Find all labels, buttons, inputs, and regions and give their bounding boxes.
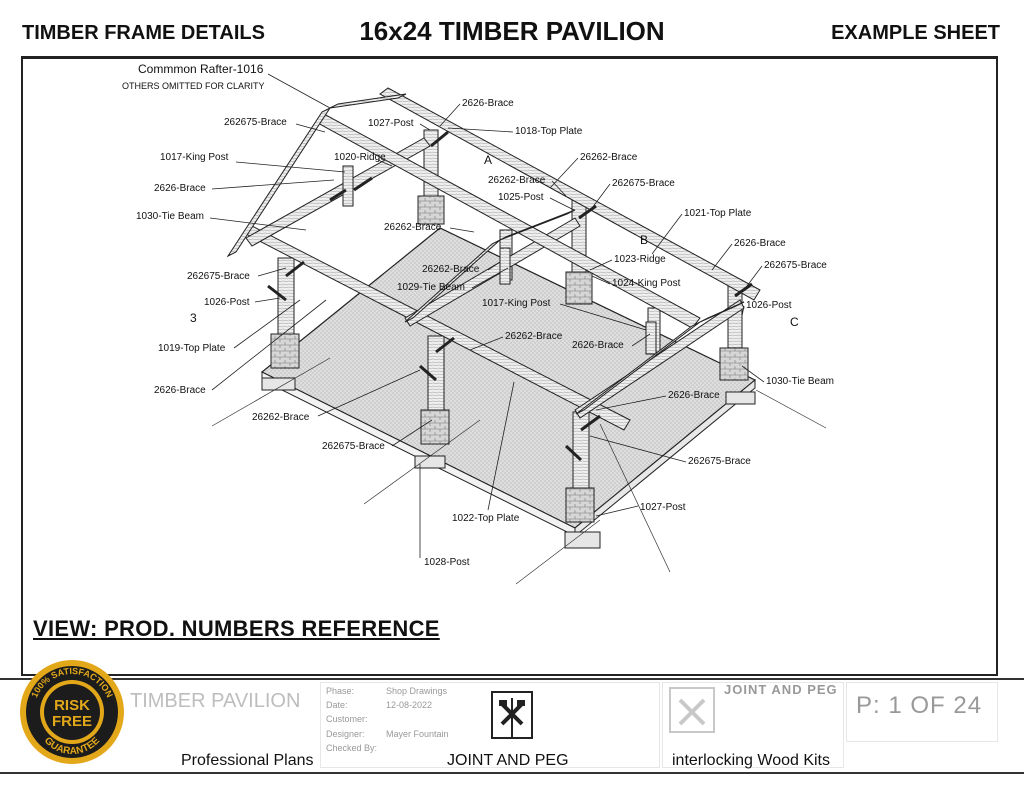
label-post-1026-a: 1026-Post bbox=[204, 297, 250, 308]
grid-marks: A B C 3 bbox=[190, 153, 799, 329]
title-block-page-cell bbox=[846, 682, 998, 742]
label-brace-2626-d: 2626-Brace bbox=[734, 238, 786, 249]
posts bbox=[270, 129, 749, 523]
badge-risk-text: RISK bbox=[54, 697, 90, 714]
view-title: VIEW: PROD. NUMBERS REFERENCE bbox=[33, 616, 440, 641]
pavilion-isometric-drawing: A B C 3 Commmon Rafter-1016 OTHERS OMITT… bbox=[122, 62, 834, 585]
title-block-date-value: 12-08-2022 bbox=[386, 700, 433, 710]
grid-mark-3: 3 bbox=[190, 311, 197, 325]
extension-lines bbox=[211, 357, 827, 585]
rafters bbox=[226, 93, 745, 415]
label-brace-262675-a: 262675-Brace bbox=[224, 117, 287, 128]
label-tie-beam-1029: 1029-Tie Beam bbox=[397, 282, 465, 293]
label-post-1027-a: 1027-Post bbox=[368, 118, 414, 129]
title-block-date-label: Date: bbox=[326, 700, 348, 710]
label-brace-26262-f: 26262-Brace bbox=[505, 331, 563, 342]
label-tie-beam-1030-a: 1030-Tie Beam bbox=[136, 211, 204, 222]
common-rafter-label: Commmon Rafter-1016 bbox=[138, 62, 264, 76]
tie-beams bbox=[245, 137, 745, 419]
label-top-plate-1022: 1022-Top Plate bbox=[452, 513, 520, 524]
grid-mark-c: C bbox=[790, 315, 799, 329]
footer-professional-plans: Professional Plans bbox=[181, 752, 314, 769]
label-king-post-1017-b: 1017-King Post bbox=[482, 298, 551, 309]
sheet-type-label: EXAMPLE SHEET bbox=[831, 22, 1000, 44]
braces bbox=[267, 130, 753, 462]
title-block-phase-label: Phase: bbox=[326, 686, 355, 696]
brand-logo-icon bbox=[669, 687, 715, 733]
label-ridge-1020: 1020-Ridge bbox=[334, 152, 386, 163]
title-block-phase-value: Shop Drawings bbox=[386, 686, 448, 696]
footer-brand-name: JOINT AND PEG bbox=[447, 752, 569, 769]
title-block-brand-cell bbox=[662, 682, 844, 768]
label-tie-beam-1030-b: 1030-Tie Beam bbox=[766, 376, 834, 387]
label-king-post-1017-a: 1017-King Post bbox=[160, 152, 229, 163]
label-brace-26262-d: 26262-Brace bbox=[384, 222, 442, 233]
label-brace-2626-f: 2626-Brace bbox=[668, 390, 720, 401]
label-brace-2626-c: 2626-Brace bbox=[462, 98, 514, 109]
drawing-frame bbox=[21, 56, 998, 676]
others-omitted-note: OTHERS OMITTED FOR CLARITY bbox=[122, 81, 265, 91]
label-post-1026-b: 1026-Post bbox=[746, 300, 792, 311]
title-block-customer-label: Customer: bbox=[326, 714, 368, 724]
title-block-info-cell bbox=[320, 682, 660, 768]
grid-mark-a: A bbox=[484, 153, 492, 167]
left-labels: 262675-Brace 1017-King Post 2626-Brace 1… bbox=[136, 117, 686, 568]
badge-free-text: FREE bbox=[52, 713, 92, 730]
footer-wood-kits: interlocking Wood Kits bbox=[672, 752, 830, 769]
joint-and-peg-logo-icon bbox=[491, 691, 533, 739]
label-brace-262675-b: 262675-Brace bbox=[187, 271, 250, 282]
label-top-plate-1018: 1018-Top Plate bbox=[515, 126, 583, 137]
label-post-1025: 1025-Post bbox=[498, 192, 544, 203]
label-brace-2626-a: 2626-Brace bbox=[154, 183, 206, 194]
title-block-designer-label: Designer: bbox=[326, 729, 365, 739]
title-block-designer-value: Mayer Fountain bbox=[386, 729, 449, 739]
label-brace-26262-c: 26262-Brace bbox=[488, 175, 546, 186]
upper-labels: 1027-Post 1020-Ridge 2626-Brace 1018-Top… bbox=[334, 98, 834, 467]
label-top-plate-1021: 1021-Top Plate bbox=[684, 208, 752, 219]
label-brace-262675-e: 262675-Brace bbox=[764, 260, 827, 271]
label-brace-26262-b: 26262-Brace bbox=[580, 152, 638, 163]
label-brace-262675-c: 262675-Brace bbox=[322, 441, 385, 452]
king-posts bbox=[342, 165, 657, 355]
label-top-plate-1019: 1019-Top Plate bbox=[158, 343, 226, 354]
sheet-section-title: TIMBER FRAME DETAILS bbox=[22, 22, 265, 44]
title-block-page-number: P: 1 OF 24 bbox=[856, 692, 983, 719]
label-brace-262675-d: 262675-Brace bbox=[612, 178, 675, 189]
title-block-project: TIMBER PAVILION bbox=[130, 690, 301, 712]
title-block-brand: JOINT AND PEG bbox=[724, 682, 838, 697]
grid-mark-b: B bbox=[640, 233, 648, 247]
footings bbox=[261, 377, 756, 549]
label-brace-26262-a: 26262-Brace bbox=[252, 412, 310, 423]
sheet-main-title: 16x24 TIMBER PAVILION bbox=[359, 16, 665, 46]
label-ridge-1023: 1023-Ridge bbox=[614, 254, 666, 265]
guarantee-badge: 100% SATISFACTION GUARANTEE RISK FREE bbox=[20, 660, 124, 764]
label-brace-262675-f: 262675-Brace bbox=[688, 456, 751, 467]
label-brace-2626-e: 2626-Brace bbox=[572, 340, 624, 351]
label-brace-2626-b: 2626-Brace bbox=[154, 385, 206, 396]
title-block-checked-label: Checked By: bbox=[326, 743, 378, 753]
label-post-1028: 1028-Post bbox=[424, 557, 470, 568]
label-post-1027-b: 1027-Post bbox=[640, 502, 686, 513]
label-brace-26262-e: 26262-Brace bbox=[422, 264, 480, 275]
label-king-post-1024: 1024-King Post bbox=[612, 278, 681, 289]
